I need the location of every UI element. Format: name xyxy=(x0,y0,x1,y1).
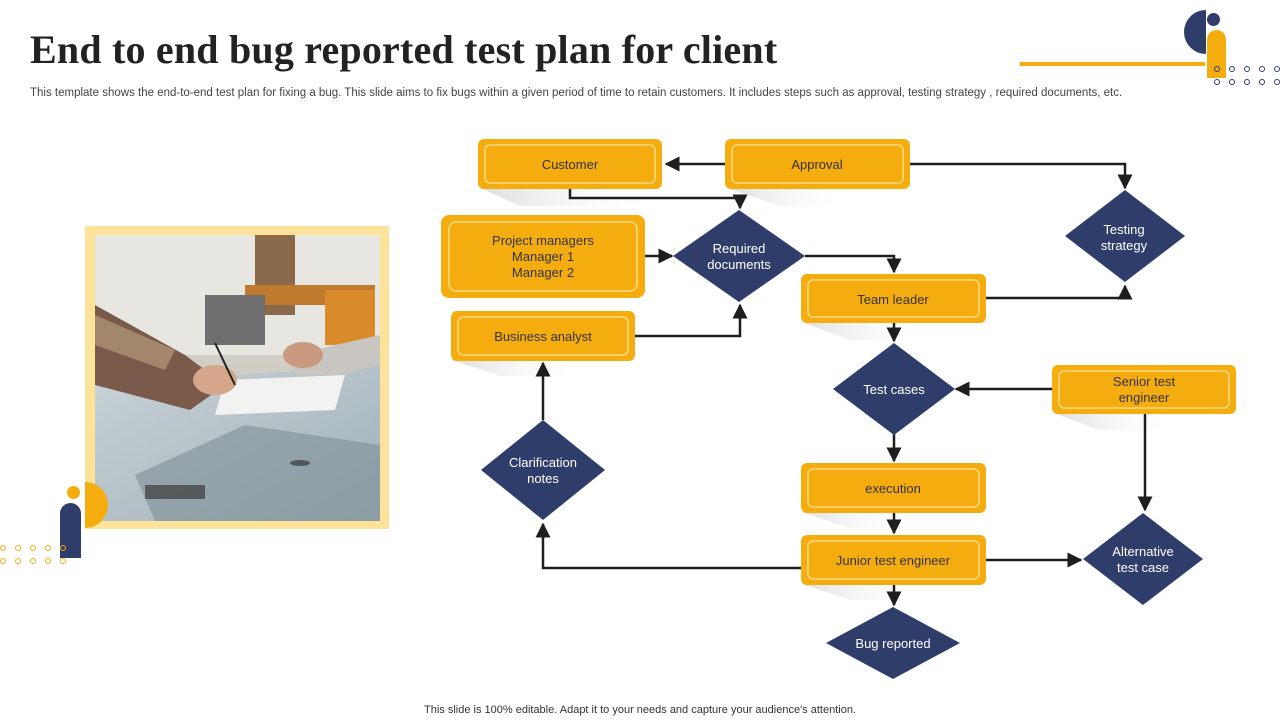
connector-approval-to-testing-strategy xyxy=(909,162,1133,190)
node-testing-strategy-line-1: Testing xyxy=(1103,222,1144,237)
node-project-managers-line-1: Project managers xyxy=(492,233,594,248)
node-test-cases-label: Test cases xyxy=(863,382,925,397)
node-senior-line-2: engineer xyxy=(1119,390,1170,405)
node-junior-test-engineer: Junior test engineer xyxy=(801,535,986,585)
node-clarification-line-1: Clarification xyxy=(509,455,577,470)
node-testing-strategy: Testing strategy xyxy=(1065,190,1185,282)
meeting-photo xyxy=(95,235,380,521)
footer-note: This slide is 100% editable. Adapt it to… xyxy=(424,704,856,716)
node-test-cases: Test cases xyxy=(833,343,955,435)
node-team-leader-label: Team leader xyxy=(857,292,929,307)
node-required-docs-line-1: Required xyxy=(713,241,766,256)
decor-dot-grid xyxy=(1214,66,1280,85)
node-bug-reported-label: Bug reported xyxy=(855,636,930,651)
connector-required-docs-to-team-leader xyxy=(805,254,902,274)
node-project-managers-line-3: Manager 2 xyxy=(512,265,574,280)
node-bug-reported: Bug reported xyxy=(826,607,960,679)
connectors xyxy=(535,156,1153,607)
decor-line xyxy=(1020,62,1205,66)
node-alternative-line-1: Alternative xyxy=(1112,544,1173,559)
node-team-leader: Team leader xyxy=(801,274,986,323)
node-alternative-test-case: Alternative test case xyxy=(1083,513,1203,605)
node-business-analyst-label: Business analyst xyxy=(494,329,592,344)
decor-pill xyxy=(60,503,81,558)
node-required-docs-line-2: documents xyxy=(707,257,771,272)
node-execution-label: execution xyxy=(865,481,921,496)
decor-dot-grid xyxy=(0,545,75,564)
node-testing-strategy-line-2: strategy xyxy=(1101,238,1148,253)
node-junior-label: Junior test engineer xyxy=(836,553,951,568)
page-title: End to end bug reported test plan for cl… xyxy=(30,27,778,72)
decor-dot xyxy=(67,486,80,499)
connector-analyst-to-required-docs xyxy=(634,303,748,338)
node-senior-test-engineer: Senior test engineer xyxy=(1052,365,1236,414)
node-project-managers: Project managers Manager 1 Manager 2 xyxy=(441,215,645,298)
decor-dot xyxy=(1207,13,1220,26)
node-clarification-notes: Clarification notes xyxy=(481,420,605,520)
connector-team-leader-to-testing-strategy xyxy=(986,284,1133,300)
node-customer: Customer xyxy=(478,139,662,189)
node-execution: execution xyxy=(801,463,986,513)
decor-pill xyxy=(1207,30,1226,78)
node-business-analyst: Business analyst xyxy=(451,311,635,361)
connector-junior-to-clarification xyxy=(535,522,802,570)
page-subtitle: This template shows the end-to-end test … xyxy=(30,87,1123,99)
node-approval: Approval xyxy=(725,139,910,189)
connector-customer-to-required-docs xyxy=(568,188,748,210)
node-customer-label: Customer xyxy=(542,157,599,172)
node-senior-line-1: Senior test xyxy=(1113,374,1176,389)
node-clarification-line-2: notes xyxy=(527,471,559,486)
node-alternative-line-2: test case xyxy=(1117,560,1169,575)
node-approval-label: Approval xyxy=(791,157,842,172)
node-required-documents: Required documents xyxy=(673,210,805,302)
node-project-managers-line-2: Manager 1 xyxy=(512,249,574,264)
